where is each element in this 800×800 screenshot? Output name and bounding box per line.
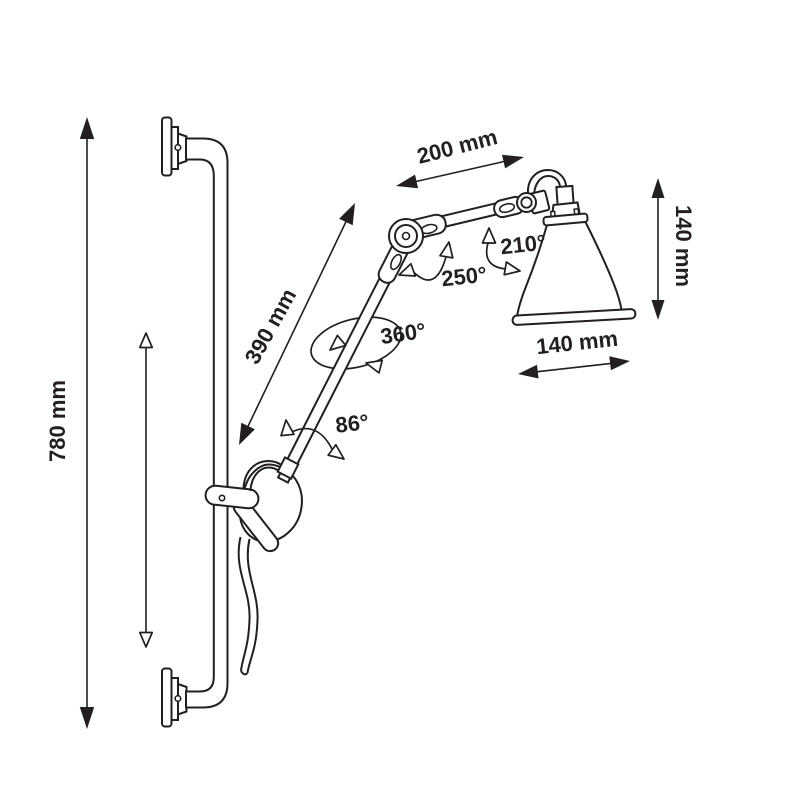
arm-clamp-connector [276,456,300,480]
head-pivot-label: 210° [499,230,547,260]
lamp-head [493,168,582,220]
head-arc-arrowhead-right-icon [503,261,521,276]
overall-height-label: 780 mm [45,380,70,462]
shade-height-arrowhead-top-icon [651,178,665,198]
wall-arc-arrowhead-bottom-icon [327,443,345,460]
overall-height-arrowhead-bottom-icon [79,707,95,729]
lower-arm-arrowhead-top-icon [339,203,355,226]
bracket-top-flange [177,132,188,166]
shade-height-arrowhead-bottom-icon [651,300,665,320]
elbow-arc-arrowhead-left-icon [398,262,417,277]
wall-tube [185,137,229,709]
lower-arm-dim-line [247,221,347,427]
upper-arm-dim-line [416,160,504,183]
power-cable-left-line [237,536,251,672]
shade-width-arrowhead-right-icon [609,356,630,371]
elbow-angle-arc [411,254,448,281]
upper-arm-arrowhead-right-icon [502,154,524,169]
upper-arm-arrowhead-left-icon [396,174,419,189]
lamp-shade [511,207,637,326]
elbow-joint [377,199,509,284]
bracket-bottom-flange [177,682,188,716]
wall-arc-arrowhead-top-icon [280,419,295,437]
dimension-arrows [79,117,665,729]
head-angle-arc [485,240,507,270]
clamp-handle [204,484,260,510]
slide-range-arrowhead-bottom-icon [138,631,154,648]
shade-collar [542,212,589,227]
wall-plate-top [161,116,173,177]
rotation-ellipse [310,316,402,370]
shade-width-arrowhead-left-icon [518,364,539,379]
shade-height-label: 140 mm [671,205,696,287]
power-cable-right-line [246,538,259,674]
elbow-axle-hole [401,231,411,241]
elbow-arc-arrowhead-top-icon [439,241,454,259]
overall-height-arrowhead-top-icon [79,117,95,139]
lower-arm-arrowhead-bottom-icon [239,422,255,445]
head-cable-outer [526,168,568,195]
screw-hole-top-icon [174,143,182,152]
slide-range-arrowhead-top-icon [138,332,154,349]
wall-plate-bottom [161,667,173,728]
shade-width-dim-line [537,362,612,373]
handle-pin-icon [218,494,226,502]
head-fork-slot [498,202,516,214]
head-arc-arrowhead-top-icon [481,227,497,244]
slider-clamp [204,459,303,676]
angle-annotations [280,227,521,460]
wall-bar [161,116,229,728]
head-cable-inner [533,174,561,197]
power-cable-end [240,670,249,676]
rotation-arrowhead-bottom-icon [365,359,384,374]
fork-slot-lower [389,253,403,271]
elbow-pivot-label: 250° [440,262,488,292]
head-swivel-inner [520,196,533,209]
rotation-arrowhead-left-icon [329,334,347,351]
angle-arm-rotation-ellipse [310,316,402,370]
wall-pivot-label: 86° [334,409,370,437]
shade-rim [511,308,637,326]
screw-hole-bottom-icon [174,694,182,703]
